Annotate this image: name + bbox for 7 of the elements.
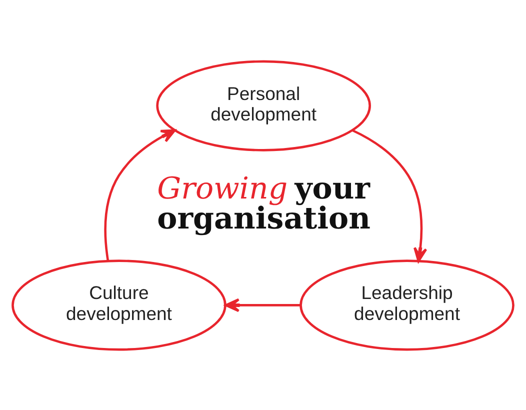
node-ellipse: Culture development: [12, 259, 226, 350]
arrow: [352, 128, 428, 262]
arrow: [224, 298, 301, 312]
label: Growing your organisation: [157, 170, 370, 236]
arrow: [104, 128, 176, 261]
node-ellipse: Leadership development: [300, 259, 514, 350]
node-ellipse: Personal development: [156, 60, 371, 151]
